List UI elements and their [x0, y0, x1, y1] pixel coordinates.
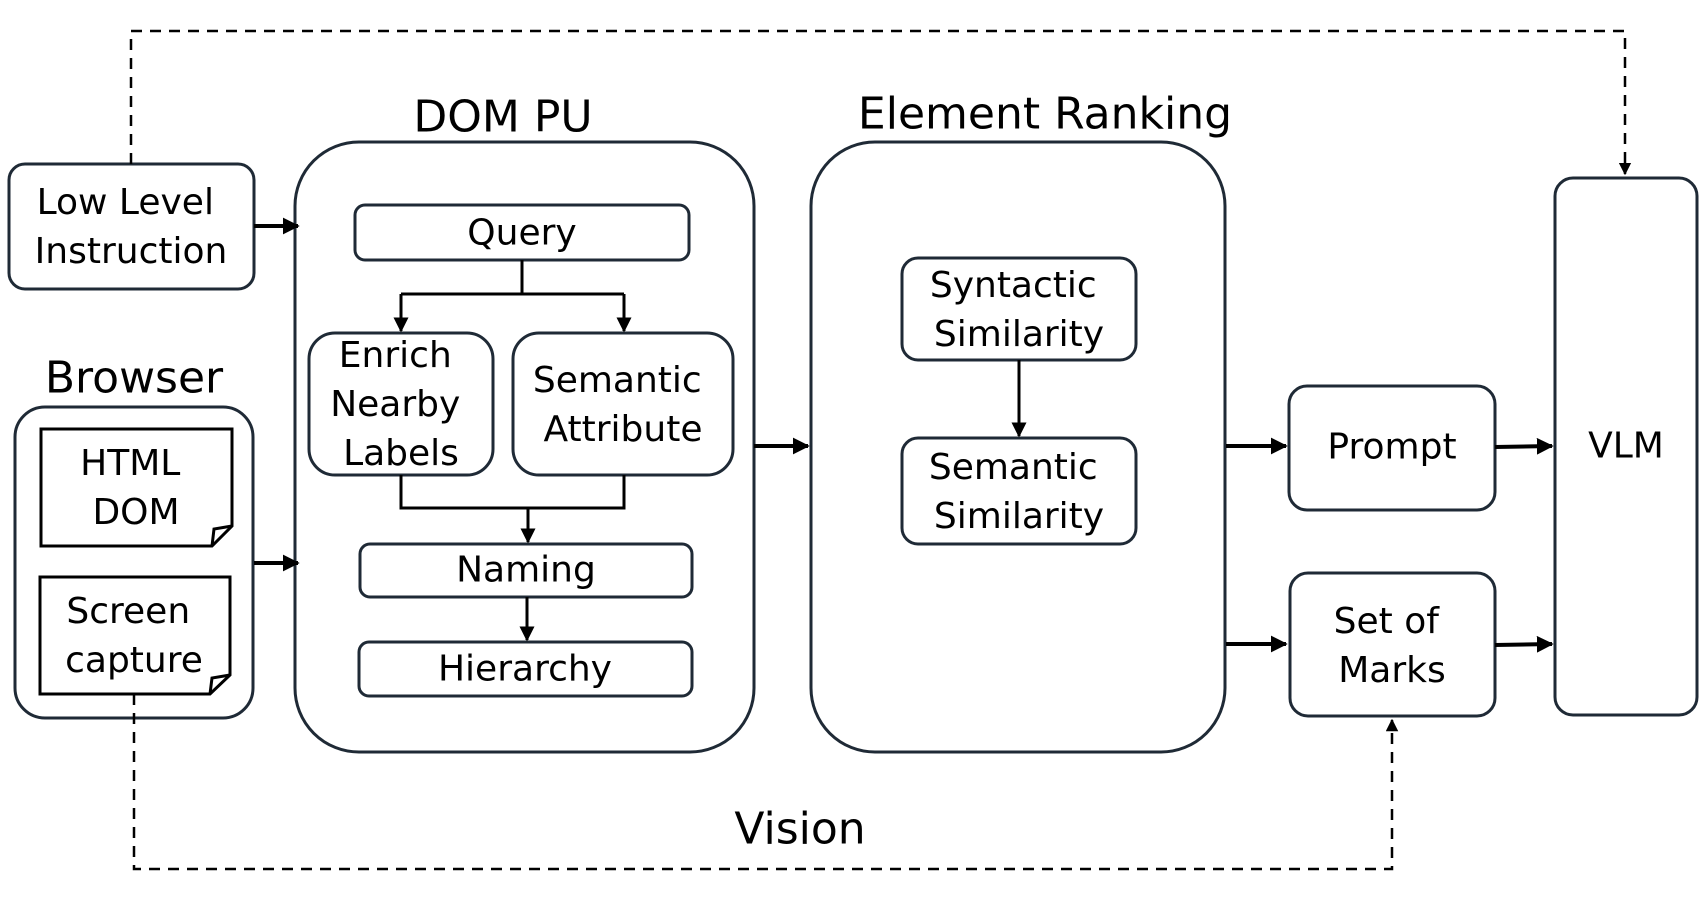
vlm-box — [1553, 176, 1699, 717]
low-level-instruction-label: Low Level Instruction — [35, 182, 228, 272]
semantic-similarity-box — [900, 436, 1138, 546]
merge-connector — [399, 475, 626, 510]
syntactic-similarity-label: Syntactic Similarity — [930, 265, 1108, 355]
naming-label: Naming — [456, 550, 596, 591]
browser-title: Browser — [45, 353, 224, 404]
vlm-label: VLM — [1588, 426, 1664, 467]
dom-pu-title: DOM PU — [413, 92, 592, 143]
element-ranking-title: Element Ranking — [858, 89, 1232, 140]
hierarchy-box — [357, 640, 694, 698]
svg-text:HTML DOM: HTML DOM — [80, 443, 192, 533]
html-dom-document: HTML DOM — [39, 427, 234, 548]
arrow-set-of-marks-to-vlm — [1494, 635, 1554, 653]
set-of-marks-label: Set of Marks — [1334, 601, 1451, 691]
semantic-attribute-box — [511, 331, 735, 477]
enrich-nearby-labels-label: Enrich Nearby Labels — [330, 335, 472, 474]
svg-text:Screen capture: Screen capture — [65, 591, 203, 681]
query-label: Query — [467, 213, 576, 254]
vision-label: Vision — [734, 804, 865, 855]
screen-capture-document: Screen capture — [38, 575, 232, 696]
prompt-box — [1287, 384, 1497, 512]
dashed-instruction-to-vlm — [129, 29, 1632, 176]
dashed-vision-to-set-of-marks — [132, 694, 1399, 871]
semantic-attribute-label: Semantic Attribute — [533, 360, 713, 450]
semantic-similarity-label: Semantic Similarity — [929, 447, 1109, 537]
arrow-prompt-to-vlm — [1494, 437, 1554, 455]
set-of-marks-box — [1288, 571, 1497, 718]
prompt-label: Prompt — [1327, 427, 1456, 468]
hierarchy-label: Hierarchy — [438, 649, 612, 690]
query-split-connector — [401, 260, 624, 296]
